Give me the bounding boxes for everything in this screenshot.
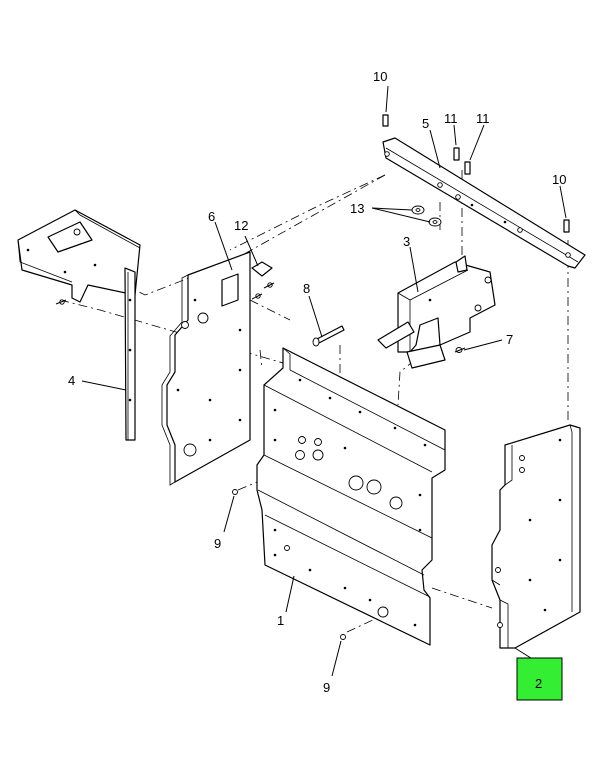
callout-3: 3 bbox=[403, 234, 410, 249]
callout-2[interactable]: 2 bbox=[535, 676, 542, 691]
callout-5: 5 bbox=[422, 116, 429, 131]
callout-10b: 10 bbox=[552, 172, 566, 187]
callout-2-highlight[interactable]: 2 bbox=[516, 657, 563, 701]
callout-9a: 9 bbox=[214, 536, 221, 551]
callout-1: 1 bbox=[277, 613, 284, 628]
part-7-screw bbox=[454, 347, 466, 353]
callout-13: 13 bbox=[350, 201, 364, 216]
part-9-screws bbox=[232, 489, 346, 640]
part-12-clip bbox=[251, 261, 275, 300]
callout-8: 8 bbox=[303, 281, 310, 296]
screws-10-11 bbox=[382, 114, 570, 233]
callout-6: 6 bbox=[208, 209, 215, 224]
callout-4: 4 bbox=[68, 373, 75, 388]
callout-11b: 11 bbox=[476, 111, 490, 126]
callout-7: 7 bbox=[506, 332, 513, 347]
part-13-nuts bbox=[411, 205, 442, 227]
part-2-side-panel bbox=[491, 424, 581, 649]
callout-labels: 10 5 11 11 10 13 3 6 12 8 7 4 9 1 9 bbox=[68, 69, 566, 695]
callout-10a: 10 bbox=[373, 69, 387, 84]
part-8-bolt bbox=[312, 325, 345, 347]
part-3-bracket bbox=[377, 255, 496, 369]
part-1-main-panel bbox=[256, 347, 446, 646]
highlight-box[interactable] bbox=[516, 657, 563, 701]
callout-12: 12 bbox=[234, 218, 248, 233]
part-4-bracket bbox=[17, 209, 141, 441]
part-6-panel bbox=[161, 251, 251, 486]
part-5-rail bbox=[382, 137, 586, 269]
callout-11a: 11 bbox=[444, 111, 458, 126]
callout-9b: 9 bbox=[323, 680, 330, 695]
